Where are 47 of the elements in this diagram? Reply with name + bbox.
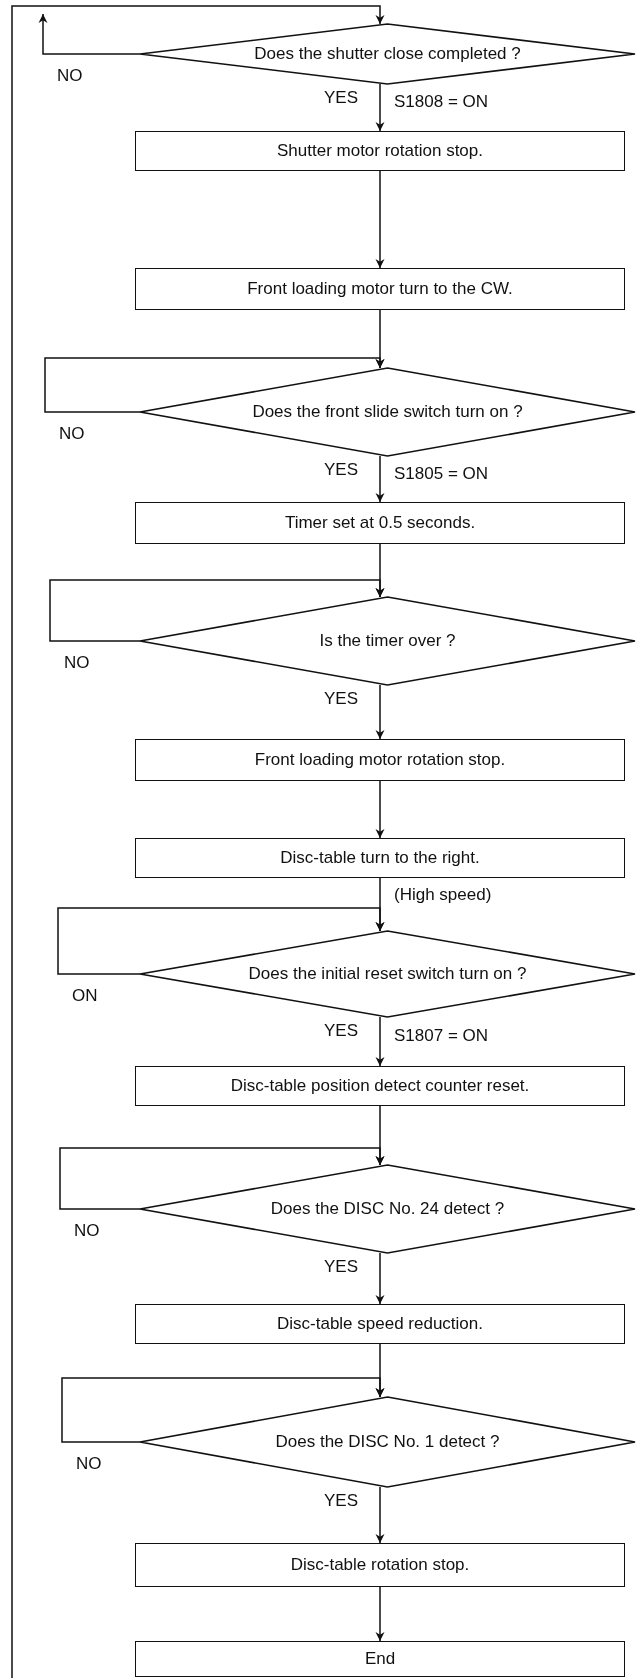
process-box <box>135 739 625 781</box>
decision-diamond <box>140 1165 635 1253</box>
step-text: Shutter motor rotation stop. <box>277 141 483 161</box>
arrow <box>57 907 385 975</box>
arrow <box>375 83 385 132</box>
decision-diamond <box>140 24 635 84</box>
process-box <box>135 1641 625 1677</box>
step-text: Timer set at 0.5 seconds. <box>284 513 476 533</box>
decision-text: Does the front slide switch turn on ? <box>252 402 523 422</box>
decision-text: Does the DISC No. 24 detect ? <box>270 1199 505 1219</box>
arrow <box>61 1377 385 1443</box>
condition-note: (High speed) <box>392 885 494 905</box>
decision-diamond <box>140 368 635 456</box>
arrow <box>11 5 385 1678</box>
process-box <box>135 1066 625 1106</box>
arrow <box>375 455 385 503</box>
step-text: End <box>364 1649 396 1669</box>
arrow <box>59 1147 385 1210</box>
arrow <box>375 1252 385 1305</box>
process-box <box>135 1304 625 1344</box>
decision-diamond <box>140 1397 635 1487</box>
process-box <box>135 268 625 310</box>
decision-text: Does the shutter close completed ? <box>254 44 521 64</box>
arrow <box>375 1486 385 1544</box>
process-box <box>135 131 625 171</box>
arrow <box>375 684 385 740</box>
arrow <box>44 357 385 413</box>
step-text: Front loading motor rotation stop. <box>254 750 506 770</box>
process-box <box>135 838 625 878</box>
process-box <box>135 502 625 544</box>
arrow <box>38 13 141 55</box>
step-text: Disc-table rotation stop. <box>290 1555 470 1575</box>
decision-diamond <box>140 931 635 1017</box>
arrow <box>375 170 385 269</box>
step-text: Disc-table position detect counter reset. <box>230 1076 530 1096</box>
arrow <box>49 579 385 642</box>
arrow <box>375 1016 385 1067</box>
arrow <box>375 780 385 839</box>
step-text: Front loading motor turn to the CW. <box>247 279 513 299</box>
decision-text: Does the DISC No. 1 detect ? <box>275 1432 500 1452</box>
arrow <box>375 1586 385 1642</box>
decision-text: Does the initial reset switch turn on ? <box>248 964 527 984</box>
step-text: Disc-table turn to the right. <box>280 848 480 868</box>
decision-text: Is the timer over ? <box>319 631 456 651</box>
process-box <box>135 1543 625 1587</box>
decision-diamond <box>140 597 635 685</box>
step-text: Disc-table speed reduction. <box>277 1314 483 1334</box>
